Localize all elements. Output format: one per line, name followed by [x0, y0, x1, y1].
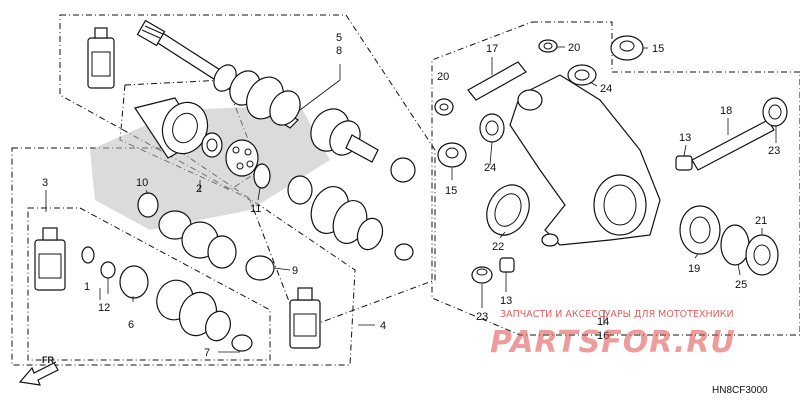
callout-8: 8 [336, 45, 342, 57]
seal-23-right [762, 97, 788, 127]
callout-23-left: 23 [476, 311, 488, 323]
callout-15-top: 15 [652, 43, 664, 55]
bearing-24-top [567, 64, 597, 86]
callout-12: 12 [98, 302, 110, 314]
grease-bottle-top [87, 27, 115, 89]
circlip-25 [720, 224, 750, 266]
callout-2: 2 [196, 183, 202, 195]
callout-11: 11 [250, 203, 261, 215]
pivot-pin-17 [467, 61, 527, 101]
callout-4: 4 [380, 320, 386, 332]
callout-21: 21 [755, 215, 767, 227]
grease-bottle-right [289, 287, 321, 349]
circlip-11 [253, 163, 271, 189]
callout-24-left: 24 [484, 162, 496, 174]
watermark-brand: PARTSFOR.RU [490, 325, 736, 360]
leader-lines [45, 46, 777, 353]
watermark-tagline: ЗАПЧАСТИ И АКСЕССУАРЫ ДЛЯ МОТОТЕХНИКИ [500, 309, 734, 320]
callout-24-top: 24 [600, 83, 612, 95]
callout-25: 25 [735, 279, 747, 291]
watermark: ЗАПЧАСТИ И АКСЕССУАРЫ ДЛЯ МОТОТЕХНИКИ PA… [490, 309, 736, 360]
callout-20-left: 20 [437, 71, 449, 83]
band-a [287, 175, 313, 205]
frame-boot-kit [27, 207, 271, 361]
knuckle-arm [509, 74, 661, 247]
wheel-bearing-19 [679, 205, 721, 255]
callout-15-left: 15 [445, 185, 457, 197]
cap-23-left [471, 266, 493, 284]
band-10 [137, 192, 159, 218]
callout-16: 16 [597, 330, 609, 342]
frame-knuckle [431, 21, 800, 336]
callout-13-right: 13 [679, 132, 691, 144]
callout-5: 5 [336, 32, 342, 44]
callout-23-right: 23 [768, 145, 780, 157]
band-7 [231, 334, 253, 352]
seal-20-left [434, 98, 454, 116]
front-arrow-icon [18, 362, 59, 386]
seal-15-left [437, 142, 467, 168]
oil-seal-22 [486, 184, 530, 236]
clip-1 [81, 246, 95, 264]
band-b [390, 157, 416, 183]
diagram-code: HN8CF3000 [712, 385, 768, 396]
seal-15-top [610, 35, 644, 61]
inner-race [225, 139, 259, 177]
band-c [394, 243, 414, 261]
bushing-13-right [675, 155, 693, 171]
outer-boot-top [213, 64, 301, 126]
pivot-pin-18 [691, 119, 775, 171]
callout-3: 3 [42, 177, 48, 189]
callout-labels: 5 8 3 10 2 11 1 12 6 7 9 4 17 20 15 24 2… [42, 32, 780, 359]
bearing-cage [201, 132, 223, 158]
seal-20-top [538, 39, 558, 53]
lower-inner-boot [158, 210, 237, 269]
outer-cv-joint [310, 108, 379, 163]
callout-9: 9 [292, 265, 298, 277]
callout-10: 10 [136, 177, 148, 189]
band-9 [245, 255, 275, 281]
frame-shaft-assembly [59, 14, 436, 331]
bearing-24-left [479, 113, 505, 143]
lower-outer-boot [156, 279, 231, 342]
callout-6: 6 [128, 319, 134, 331]
seal-21 [745, 234, 779, 276]
inner-joint-housing [134, 97, 209, 159]
callout-19: 19 [688, 263, 700, 275]
front-label: FR. [42, 355, 57, 365]
bushing-13-left [499, 257, 515, 273]
grease-bottle-left [34, 227, 66, 291]
front-direction-indicator: FR. [18, 355, 59, 386]
band-6 [119, 265, 149, 299]
ring-12 [100, 261, 116, 279]
callout-1: 1 [84, 281, 90, 293]
callout-18: 18 [720, 105, 732, 117]
callout-22: 22 [492, 241, 504, 253]
callout-7: 7 [204, 347, 210, 359]
callout-17: 17 [486, 43, 498, 55]
callout-13-left: 13 [500, 295, 512, 307]
callout-14: 14 [597, 316, 609, 328]
frame-inner-joint [119, 79, 261, 191]
callout-20-top: 20 [568, 42, 580, 54]
mid-boot [310, 186, 384, 251]
